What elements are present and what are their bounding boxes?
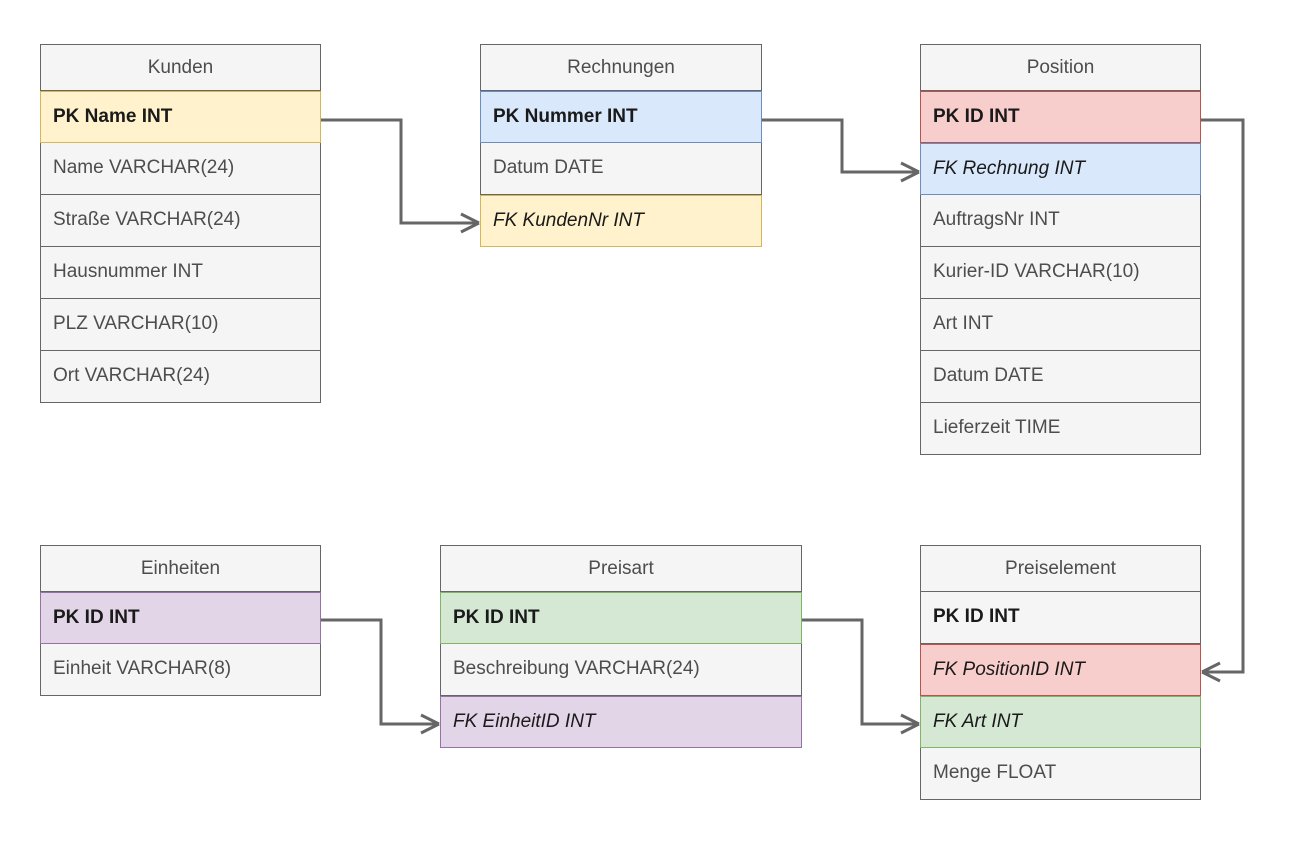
attribute-row[interactable]: Datum DATE [480, 143, 762, 195]
entity-title-preisart: Preisart [440, 545, 802, 592]
attribute-row[interactable]: FK KundenNr INT [480, 195, 762, 247]
crowsfoot-marker [900, 161, 920, 183]
attribute-row[interactable]: PK Name INT [40, 91, 321, 143]
attribute-row[interactable]: Hausnummer INT [40, 247, 321, 299]
attribute-row[interactable]: PLZ VARCHAR(10) [40, 299, 321, 351]
crowsfoot-marker [1201, 661, 1221, 683]
attribute-row[interactable]: Art INT [920, 299, 1201, 351]
attribute-row[interactable]: PK Nummer INT [480, 91, 762, 143]
relationship-position-preiselement [1201, 118, 1245, 683]
attribute-row[interactable]: FK Art INT [920, 696, 1201, 748]
relationship-einheiten-preisart [321, 618, 440, 735]
relationship-kunden-rechnungen [321, 118, 480, 234]
attribute-row[interactable]: PK ID INT [920, 91, 1201, 143]
entity-title-kunden: Kunden [40, 44, 321, 91]
attribute-row[interactable]: PK ID INT [40, 592, 321, 644]
attribute-row[interactable]: Name VARCHAR(24) [40, 143, 321, 195]
attribute-row[interactable]: Beschreibung VARCHAR(24) [440, 644, 802, 696]
attribute-row[interactable]: Ort VARCHAR(24) [40, 351, 321, 403]
attribute-row[interactable]: Einheit VARCHAR(8) [40, 644, 321, 696]
attribute-row[interactable]: Datum DATE [920, 351, 1201, 403]
relationship-rechnungen-position [762, 118, 920, 183]
attribute-row[interactable]: PK ID INT [440, 592, 802, 644]
attribute-row[interactable]: Menge FLOAT [920, 748, 1201, 800]
attribute-row[interactable]: PK ID INT [920, 592, 1201, 644]
crowsfoot-marker [460, 212, 480, 234]
attribute-row[interactable]: AuftragsNr INT [920, 195, 1201, 247]
entity-title-rechnungen: Rechnungen [480, 44, 762, 91]
attribute-row[interactable]: FK EinheitID INT [440, 696, 802, 748]
attribute-row[interactable]: Straße VARCHAR(24) [40, 195, 321, 247]
attribute-row[interactable]: FK Rechnung INT [920, 143, 1201, 195]
attribute-row[interactable]: Kurier-ID VARCHAR(10) [920, 247, 1201, 299]
crowsfoot-marker [900, 713, 920, 735]
entity-title-preiselement: Preiselement [920, 545, 1201, 592]
entity-title-position: Position [920, 44, 1201, 91]
relationship-preisart-preiselement [802, 618, 920, 735]
crowsfoot-marker [420, 713, 440, 735]
attribute-row[interactable]: Lieferzeit TIME [920, 403, 1201, 455]
entity-title-einheiten: Einheiten [40, 545, 321, 592]
attribute-row[interactable]: FK PositionID INT [920, 644, 1201, 696]
